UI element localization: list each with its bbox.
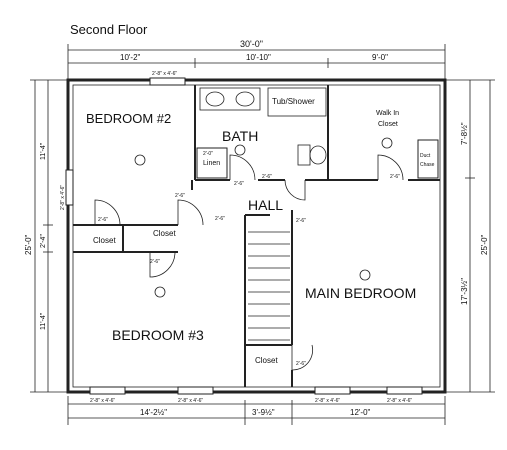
right-dimensions: 7'-8½" 17'-3½" 25'-0" (445, 79, 495, 393)
bath-fixtures (199, 87, 327, 166)
interior-walls (73, 85, 440, 387)
dim-left-2: 2'-4" (40, 234, 47, 248)
dim-right-1: 7'-8½" (460, 122, 469, 145)
label-door-linen: 2'-0" (203, 151, 213, 157)
label-door-main: 2'-6" (296, 218, 306, 224)
room-bedroom-2: BEDROOM #2 (86, 111, 171, 126)
room-main-bedroom: MAIN BEDROOM (305, 285, 416, 301)
dim-left-3: 11'-4" (40, 312, 47, 330)
room-bath: BATH (222, 128, 258, 144)
dim-top-overall: 30'-0" (240, 39, 263, 49)
label-door-bed2: 2'-6" (175, 193, 185, 199)
room-closet-a: Closet (93, 236, 116, 245)
room-duct-2: Chase (420, 162, 435, 168)
label-win-bed3-b: 2'-8" x 4'-6" (178, 398, 203, 404)
room-walk-in: Walk In (376, 110, 399, 117)
dim-top-1: 10'-2" (120, 53, 141, 62)
dim-bottom-3: 12'-0" (350, 408, 371, 417)
room-bedroom-3: BEDROOM #3 (112, 327, 204, 343)
dim-left-overall: 25'-0" (24, 234, 33, 255)
dim-left-1: 11'-4" (40, 142, 47, 160)
plan-title: Second Floor (70, 22, 148, 37)
dim-right-2: 17'-3½" (460, 278, 469, 305)
left-dimensions: 25'-0" 11'-4" 2'-4" 11'-4" (24, 79, 68, 393)
label-door-cl: 2'-6" (98, 217, 108, 223)
room-tub: Tub/Shower (272, 97, 315, 106)
label-door-walk: 2'-6" (390, 174, 400, 180)
dim-bottom-1: 14'-2½" (140, 408, 167, 417)
label-door-hall: 2'-6" (215, 216, 225, 222)
label-door-bath2: 2'-6" (234, 181, 244, 187)
dim-top-3: 9'-0" (372, 53, 388, 62)
stairs (248, 231, 290, 341)
label-win-bed3-a: 2'-8" x 4'-6" (90, 398, 115, 404)
label-door-bed3: 2'-6" (150, 259, 160, 265)
bottom-dimensions: 14'-2½" 3'-9½" 12'-0" (67, 396, 446, 425)
room-closet-b: Closet (153, 229, 176, 238)
label-win-main-a: 2'-8" x 4'-6" (315, 398, 340, 404)
top-dimensions: 30'-0" 10'-2" 10'-10" 9'-0" (67, 39, 446, 82)
room-duct: Duct (420, 153, 431, 159)
room-walk-in-2: Closet (378, 121, 398, 128)
label-win-bed2: 2'-8" x 4'-6" (152, 71, 177, 77)
dim-bottom-2: 3'-9½" (252, 408, 275, 417)
door-swings (94, 154, 404, 371)
exterior-walls (66, 78, 447, 394)
windows (65, 77, 423, 395)
room-linen: Linen (203, 160, 220, 167)
label-win-left: 2'-8" x 4'-6" (60, 185, 66, 210)
ceiling-lights (134, 137, 393, 298)
dim-top-2: 10'-10" (246, 53, 271, 62)
dim-right-overall: 25'-0" (480, 234, 489, 255)
room-hall: HALL (248, 197, 283, 213)
label-win-main-b: 2'-8" x 4'-6" (387, 398, 412, 404)
label-door-bath: 2'-6" (262, 174, 272, 180)
room-closet-c: Closet (255, 356, 278, 365)
label-door-main2: 2'-6" (296, 361, 306, 367)
